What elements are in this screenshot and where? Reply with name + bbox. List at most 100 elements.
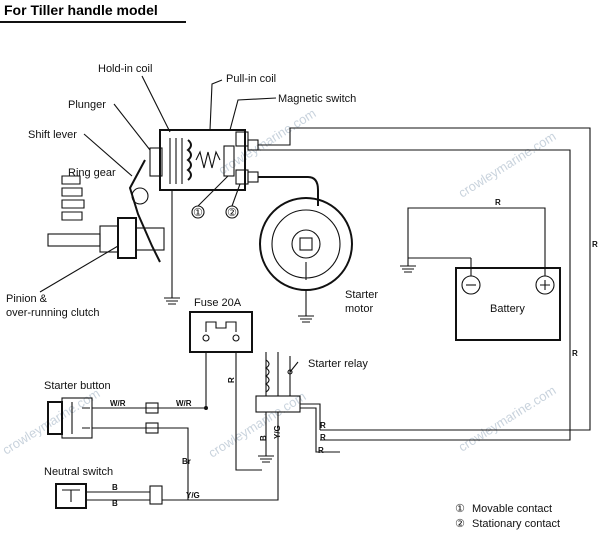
- label-battery: Battery: [490, 303, 525, 315]
- pinion-shaft: [47, 233, 101, 247]
- plus-sign-icon: [540, 280, 550, 290]
- leader-line: [141, 75, 171, 133]
- starter-button[interactable]: Starter button: [44, 380, 111, 439]
- ground-symbol: [298, 315, 314, 323]
- battery-pos-wire: [407, 207, 546, 276]
- terminal-top: [235, 131, 249, 147]
- connector: [149, 485, 163, 505]
- junction-dot: [204, 406, 208, 410]
- battery-case: [455, 267, 561, 341]
- legend-num-2: ②: [455, 518, 465, 530]
- plunger-end: [149, 147, 163, 177]
- callout-2: ②: [227, 207, 237, 219]
- watermark: crowleymarine.com: [456, 382, 559, 454]
- legend-text-2: Stationary contact: [472, 518, 560, 530]
- leader-line: [229, 97, 277, 131]
- assembly-labels: Hold-in coil Pull-in coil Magnetic switc…: [6, 63, 356, 319]
- label-starter-relay: Starter relay: [308, 358, 368, 370]
- motor-feed-wire: [258, 176, 319, 206]
- label-neutral-switch: Neutral switch: [44, 466, 113, 478]
- terminal-bolt: [247, 171, 259, 183]
- fuse-element: [205, 321, 237, 332]
- magnetic-switch-body: [159, 129, 246, 191]
- starter-assembly: [47, 129, 259, 305]
- watermarks: crowleymarine.com crowleymarine.com crow…: [0, 105, 559, 460]
- starter-motor: Starter motor: [259, 197, 378, 323]
- label-magnetic-switch: Magnetic switch: [278, 93, 356, 105]
- label-pull-in-coil: Pull-in coil: [226, 73, 276, 85]
- starter-relay: Starter relay B Y/G R R R: [236, 352, 368, 501]
- legend-num-1: ①: [455, 503, 465, 515]
- relay-red-wire: [258, 149, 571, 441]
- relay-contact-point: [287, 369, 293, 375]
- neutral-b-wires: [86, 491, 150, 501]
- label-pinion-line2: over-running clutch: [6, 307, 100, 319]
- relay-coil: [265, 359, 270, 393]
- plunger-spring: [195, 150, 221, 169]
- pull-in-coil: [186, 139, 192, 181]
- fuse-box: [189, 311, 253, 353]
- shift-lever: [128, 159, 161, 263]
- starter-button-contacts: [71, 402, 90, 434]
- neutral-switch[interactable]: Neutral switch: [44, 466, 113, 509]
- page-title: For Tiller handle model: [4, 2, 158, 18]
- label-pinion-line1: Pinion &: [6, 293, 48, 305]
- movable-contact: [223, 145, 235, 177]
- stationary-contact: [235, 169, 249, 185]
- label-shift-lever: Shift lever: [28, 129, 77, 141]
- wire-code-W-R: W/R: [176, 399, 192, 408]
- label-starter-button: Starter button: [44, 380, 111, 392]
- motor-armature: [291, 229, 321, 259]
- fuse-terminal: [232, 334, 240, 342]
- wire-code-B: B: [112, 483, 118, 492]
- wire-code-R: R: [320, 433, 326, 442]
- label-ring-gear: Ring gear: [68, 167, 116, 179]
- wire-code-B: B: [112, 499, 118, 508]
- label-fuse: Fuse 20A: [194, 297, 242, 309]
- callout-1: ①: [193, 207, 203, 219]
- shift-lever-pivot: [131, 187, 149, 205]
- label-hold-in-coil: Hold-in coil: [98, 63, 152, 75]
- watermark: crowleymarine.com: [456, 128, 559, 200]
- leader-line: [113, 103, 151, 151]
- button-br-wire: [92, 427, 189, 500]
- wire-code-R: R: [592, 240, 598, 249]
- wire-code-R: R: [318, 446, 324, 455]
- neutral-switch-contact: [62, 489, 80, 502]
- neutral-switch-body[interactable]: [55, 483, 87, 509]
- wire-code-Y-G: Y/G: [273, 425, 282, 439]
- fuse: Fuse 20A: [189, 297, 253, 353]
- leader-line: [197, 175, 229, 207]
- relay-yg-wire: [236, 412, 279, 501]
- hold-in-coil: [169, 138, 183, 184]
- armature-end: [135, 227, 165, 251]
- main-red-wire: [258, 127, 591, 431]
- legend-text-1: Movable contact: [472, 503, 552, 515]
- connector: [145, 402, 159, 414]
- leader-line: [231, 183, 241, 207]
- fuse-wire-r: [235, 352, 262, 471]
- battery: Battery: [400, 216, 561, 341]
- relay-r-out: [300, 403, 321, 430]
- watermark: crowleymarine.com: [0, 385, 103, 457]
- ground-symbol: [258, 455, 274, 463]
- wire-code-R: R: [572, 349, 578, 358]
- leader-line: [209, 79, 223, 131]
- wire-code-Br: Br: [182, 457, 191, 466]
- wire-code-R: R: [320, 421, 326, 430]
- relay-coil-frame: [265, 352, 279, 396]
- watermark: crowleymarine.com: [206, 388, 309, 460]
- label-plunger: Plunger: [68, 99, 106, 111]
- label-starter-motor-line2: motor: [345, 303, 373, 315]
- wire-code-R: R: [227, 377, 236, 383]
- legend: ① Movable contact ② Stationary contact: [455, 503, 560, 530]
- leader-line: [39, 245, 119, 293]
- leader-line: [83, 133, 133, 177]
- ring-gear: [61, 175, 85, 221]
- wire-code-W-R: W/R: [110, 399, 126, 408]
- ground-symbol: [400, 265, 416, 273]
- motor-commutator: [299, 237, 313, 251]
- ground-symbol: [164, 297, 180, 305]
- starter-button-body: [61, 397, 93, 439]
